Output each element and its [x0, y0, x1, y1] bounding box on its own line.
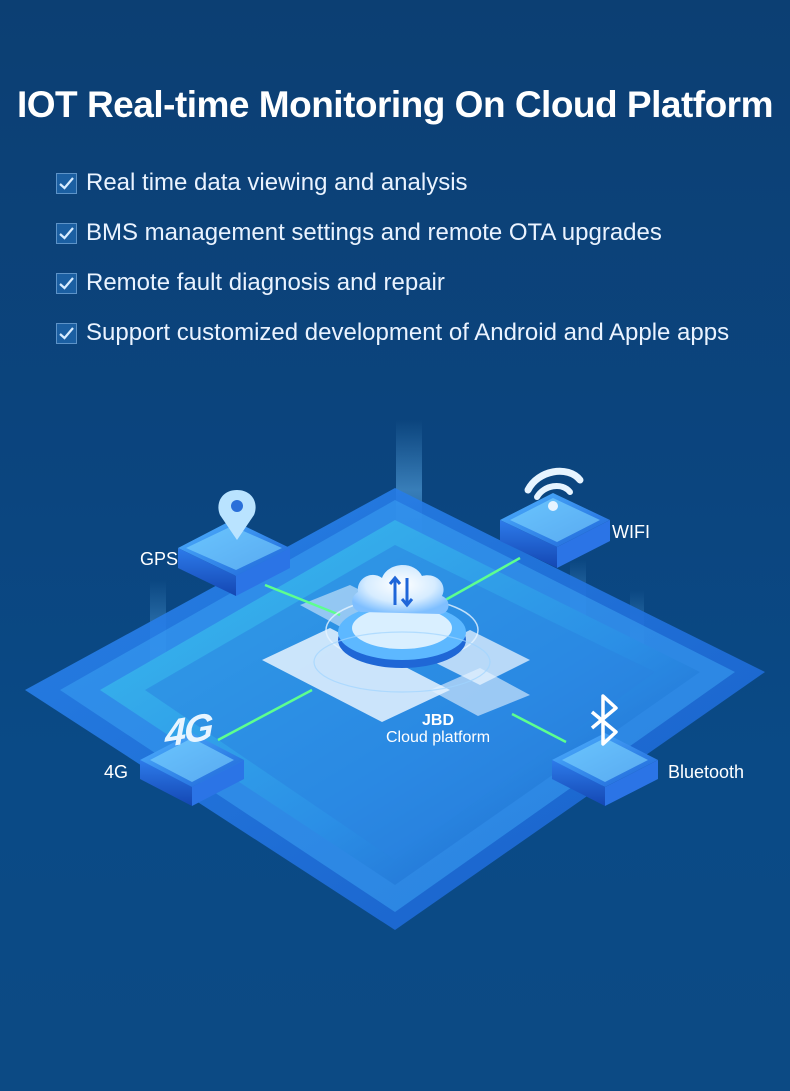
wifi-node	[500, 467, 610, 568]
feature-item: Remote fault diagnosis and repair	[56, 258, 729, 308]
cloud-icon	[352, 564, 449, 614]
checkbox-icon	[56, 172, 77, 194]
bluetooth-icon	[590, 694, 618, 746]
link-line	[439, 556, 521, 605]
feature-text: BMS management settings and remote OTA u…	[86, 219, 662, 246]
link-line	[264, 583, 341, 617]
wifi-label: WIFI	[612, 522, 650, 542]
feature-item: Real time data viewing and analysis	[56, 158, 729, 208]
checkbox-icon	[56, 272, 77, 294]
checkbox-icon	[56, 322, 77, 344]
page-title: IOT Real-time Monitoring On Cloud Platfo…	[17, 84, 773, 125]
link-line	[217, 688, 313, 742]
cloud-platform-name: JBD	[421, 712, 454, 729]
4g-glyph-icon: 4G	[165, 705, 212, 757]
platform-illustration	[25, 420, 765, 930]
feature-text: Remote fault diagnosis and repair	[86, 269, 445, 296]
feature-list: Real time data viewing and analysis BMS …	[56, 158, 729, 358]
feature-item: BMS management settings and remote OTA u…	[56, 208, 729, 258]
checkbox-icon	[56, 222, 77, 244]
cloud-platform-subtitle: Cloud platform	[385, 729, 491, 746]
wifi-icon	[524, 467, 584, 511]
panel	[262, 628, 450, 722]
gps-label: GPS	[140, 549, 179, 569]
location-pin-icon	[218, 490, 256, 540]
4g-node	[140, 733, 244, 806]
feature-text: Real time data viewing and analysis	[86, 169, 468, 196]
bluetooth-node	[552, 694, 658, 806]
panel	[430, 668, 530, 716]
cloud-hub	[313, 564, 491, 693]
gps-node	[178, 490, 290, 596]
4g-label: 4G	[104, 762, 129, 782]
feature-text: Support customized development of Androi…	[86, 319, 730, 346]
bluetooth-label: Bluetooth	[668, 762, 745, 782]
iot-diagram: 4G	[0, 400, 790, 1000]
feature-item: Support customized development of Androi…	[56, 308, 729, 358]
link-line	[511, 712, 567, 744]
